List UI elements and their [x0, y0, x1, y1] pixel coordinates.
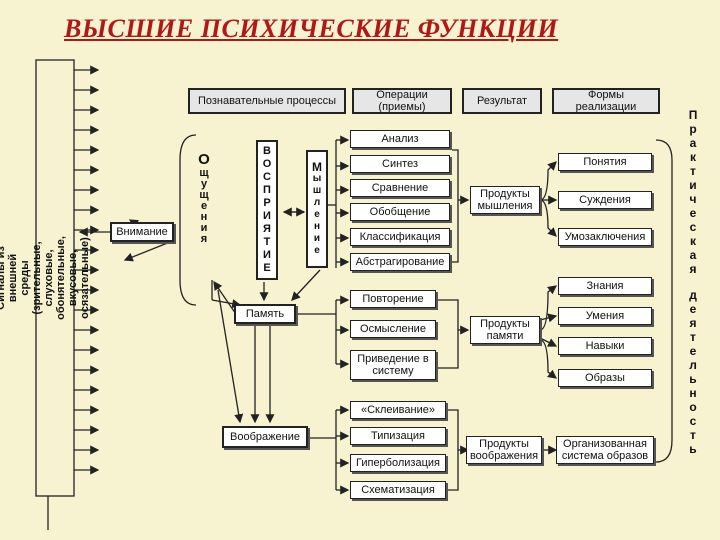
- header-result: Результат: [462, 88, 542, 114]
- signals-label: Сигналы из внешней среды (зрительные, сл…: [0, 236, 92, 320]
- imagination-box: Воображение: [222, 426, 308, 448]
- op-synthesis: Синтез: [350, 155, 450, 173]
- practice-letter: к: [689, 150, 696, 164]
- header-cognitive-processes: Познавательные процессы: [188, 88, 346, 114]
- op-schematization: Схематизация: [350, 481, 446, 499]
- practice-letter: д: [689, 288, 697, 302]
- practice-letter: т: [690, 428, 696, 442]
- practice-letter: е: [689, 206, 697, 220]
- practice-letter: к: [689, 234, 696, 248]
- practice-letter: с: [689, 414, 697, 428]
- practice-letter: и: [689, 178, 697, 192]
- op-systematization: Приведение в систему: [350, 350, 436, 380]
- memory-box: Память: [234, 304, 296, 324]
- op-classification: Классификация: [350, 228, 450, 246]
- op-abstraction: Абстрагирование: [350, 253, 450, 271]
- form-judgments: Суждения: [558, 191, 652, 209]
- practice-letter: т: [690, 330, 696, 344]
- op-generalization: Обобщение: [350, 203, 450, 221]
- practice-letter: я: [689, 262, 697, 276]
- practice-letter: П: [688, 108, 698, 122]
- practice-letter: н: [689, 386, 697, 400]
- form-concepts: Понятия: [558, 153, 652, 171]
- op-repetition: Повторение: [350, 290, 436, 308]
- practice-letter: ь: [689, 442, 697, 456]
- op-agglutination: «Склеивание»: [350, 401, 446, 419]
- form-images: Образы: [558, 369, 652, 387]
- signals-frame: Сигналы из внешней среды (зрительные, сл…: [0, 62, 91, 494]
- practice-letter: ь: [689, 372, 697, 386]
- form-knowledge: Знания: [558, 277, 652, 295]
- product-imagination: Продукты воображения: [466, 436, 542, 464]
- practice-letter: е: [689, 302, 697, 316]
- op-comparison: Сравнение: [350, 179, 450, 197]
- op-hyperbolization: Гиперболизация: [350, 454, 446, 472]
- form-habits: Навыки: [558, 337, 652, 355]
- practice-letter: т: [690, 164, 696, 178]
- product-thinking: Продукты мышления: [470, 186, 540, 214]
- form-skills: Умения: [558, 307, 652, 325]
- form-image-system: Организованная система образов: [556, 436, 654, 464]
- practice-letter: о: [689, 400, 697, 414]
- practice-letter: р: [689, 122, 697, 136]
- practice-letter: а: [689, 136, 697, 150]
- practice-letter: а: [689, 248, 697, 262]
- practice-letter: ч: [689, 192, 697, 206]
- practice-letter: с: [689, 220, 697, 234]
- header-operations: Операции(приемы): [352, 88, 452, 114]
- op-typification: Типизация: [350, 427, 446, 445]
- op-comprehension: Осмысление: [350, 320, 436, 338]
- page-title: ВЫСШИЕ ПСИХИЧЕСКИЕ ФУНКЦИИ: [64, 14, 559, 43]
- practice-letter: е: [689, 344, 697, 358]
- attention-box: Внимание: [110, 222, 174, 242]
- form-inferences: Умозаключения: [558, 228, 652, 246]
- practice-letter: л: [689, 358, 697, 372]
- op-analysis: Анализ: [350, 130, 450, 148]
- product-memory: Продукты памяти: [470, 316, 540, 344]
- practice-letter: я: [689, 316, 697, 330]
- sensation-column: О щ у щ е н и я: [198, 151, 210, 245]
